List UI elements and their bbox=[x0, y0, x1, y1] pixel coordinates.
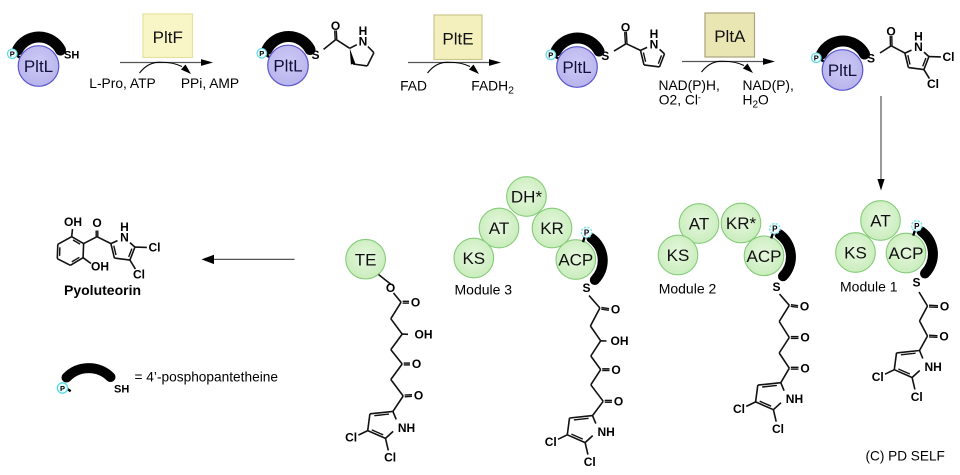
svg-text:H: H bbox=[914, 30, 923, 44]
svg-text:KR*: KR* bbox=[726, 214, 757, 233]
svg-text:N: N bbox=[914, 40, 923, 54]
svg-text:OH: OH bbox=[415, 327, 433, 341]
svg-text:PltL: PltL bbox=[273, 57, 302, 76]
svg-text:O: O bbox=[411, 295, 420, 309]
svg-text:DH*: DH* bbox=[511, 188, 543, 207]
svg-text:S: S bbox=[772, 280, 780, 294]
svg-text:N: N bbox=[359, 35, 368, 49]
svg-text:O: O bbox=[614, 395, 623, 409]
svg-text:Cl: Cl bbox=[584, 455, 596, 469]
svg-text:P: P bbox=[259, 49, 264, 58]
svg-text:= 4’-posphopantetheine: = 4’-posphopantetheine bbox=[135, 370, 278, 385]
svg-text:Cl: Cl bbox=[943, 50, 955, 64]
svg-text:O: O bbox=[611, 363, 620, 377]
svg-text:PltL: PltL bbox=[24, 57, 53, 76]
svg-text:L-Pro, ATP: L-Pro, ATP bbox=[89, 76, 155, 91]
svg-text:S: S bbox=[601, 49, 609, 63]
svg-text:S: S bbox=[912, 276, 920, 290]
svg-text:O: O bbox=[611, 303, 620, 317]
svg-text:KS: KS bbox=[462, 249, 485, 268]
svg-text:O: O bbox=[331, 19, 340, 33]
svg-text:O: O bbox=[800, 331, 809, 345]
svg-text:KS: KS bbox=[844, 244, 867, 263]
svg-text:SH: SH bbox=[64, 50, 79, 62]
svg-text:P: P bbox=[60, 384, 65, 393]
svg-text:ACP: ACP bbox=[558, 251, 593, 270]
svg-text:Cl: Cl bbox=[384, 451, 396, 465]
svg-text:NH: NH bbox=[925, 360, 942, 374]
svg-text:AT: AT bbox=[870, 212, 890, 231]
svg-text:N: N bbox=[120, 231, 129, 245]
svg-text:Cl: Cl bbox=[133, 268, 145, 282]
svg-text:AT: AT bbox=[689, 215, 709, 234]
svg-text:FAD: FAD bbox=[400, 79, 427, 94]
svg-text:Cl: Cl bbox=[345, 431, 357, 445]
svg-text:P: P bbox=[914, 222, 920, 231]
svg-text:OH: OH bbox=[611, 334, 629, 348]
svg-text:ACP: ACP bbox=[889, 244, 924, 263]
svg-text:Cl: Cl bbox=[911, 390, 923, 404]
svg-text:Cl: Cl bbox=[927, 77, 939, 91]
svg-text:H: H bbox=[650, 27, 659, 41]
svg-text:Module 3: Module 3 bbox=[455, 281, 513, 297]
svg-text:P: P bbox=[548, 51, 553, 60]
svg-text:AT: AT bbox=[489, 219, 509, 238]
svg-text:O: O bbox=[92, 216, 101, 230]
svg-text:OH: OH bbox=[64, 215, 82, 229]
svg-text:PPi, AMP: PPi, AMP bbox=[181, 76, 239, 91]
svg-text:Cl: Cl bbox=[545, 435, 557, 449]
svg-text:P: P bbox=[814, 54, 819, 63]
svg-text:KS: KS bbox=[667, 246, 690, 265]
svg-text:O2, Cl-: O2, Cl- bbox=[659, 93, 701, 108]
svg-text:Cl: Cl bbox=[733, 402, 745, 416]
svg-text:O: O bbox=[414, 389, 423, 403]
svg-text:P: P bbox=[584, 228, 590, 237]
svg-text:PltA: PltA bbox=[714, 27, 746, 46]
svg-text:PltE: PltE bbox=[442, 30, 473, 49]
svg-text:S: S bbox=[867, 52, 875, 66]
svg-text:Cl: Cl bbox=[772, 422, 784, 436]
svg-text:TE: TE bbox=[355, 250, 377, 269]
svg-text:NH: NH bbox=[786, 392, 803, 406]
svg-text:O: O bbox=[412, 357, 421, 371]
svg-text:Module 1: Module 1 bbox=[840, 279, 898, 295]
svg-text:O: O bbox=[940, 300, 949, 314]
svg-text:O: O bbox=[386, 281, 395, 295]
svg-text:PltL: PltL bbox=[828, 61, 857, 80]
svg-text:H: H bbox=[120, 220, 129, 234]
svg-text:O: O bbox=[621, 21, 630, 35]
svg-text:NAD(P),: NAD(P), bbox=[743, 78, 794, 93]
svg-text:P: P bbox=[10, 50, 15, 59]
svg-text:NH: NH bbox=[398, 421, 415, 435]
svg-text:ACP: ACP bbox=[747, 247, 782, 266]
svg-text:O: O bbox=[800, 361, 809, 375]
svg-text:NAD(P)H,: NAD(P)H, bbox=[659, 78, 720, 93]
svg-text:(C) PD SELF: (C) PD SELF bbox=[866, 449, 945, 464]
svg-text:KR: KR bbox=[540, 219, 564, 238]
svg-text:H: H bbox=[359, 24, 368, 38]
svg-text:NH: NH bbox=[598, 425, 615, 439]
svg-text:H2O: H2O bbox=[743, 93, 770, 111]
svg-text:S: S bbox=[311, 48, 319, 62]
svg-text:Cl: Cl bbox=[872, 370, 884, 384]
svg-text:Pyoluteorin: Pyoluteorin bbox=[64, 282, 141, 298]
svg-text:PltL: PltL bbox=[562, 58, 591, 77]
svg-text:Cl: Cl bbox=[149, 241, 161, 255]
svg-text:P: P bbox=[772, 225, 778, 234]
svg-text:OH: OH bbox=[91, 260, 109, 274]
svg-text:SH: SH bbox=[114, 384, 129, 396]
svg-text:N: N bbox=[650, 37, 659, 51]
svg-text:O: O bbox=[800, 300, 809, 314]
svg-text:O: O bbox=[939, 330, 948, 344]
svg-text:Module 2: Module 2 bbox=[659, 280, 717, 296]
svg-text:FADH2: FADH2 bbox=[471, 79, 514, 97]
svg-text:O: O bbox=[886, 25, 895, 39]
svg-text:S: S bbox=[582, 281, 590, 295]
svg-text:PltF: PltF bbox=[153, 28, 183, 47]
